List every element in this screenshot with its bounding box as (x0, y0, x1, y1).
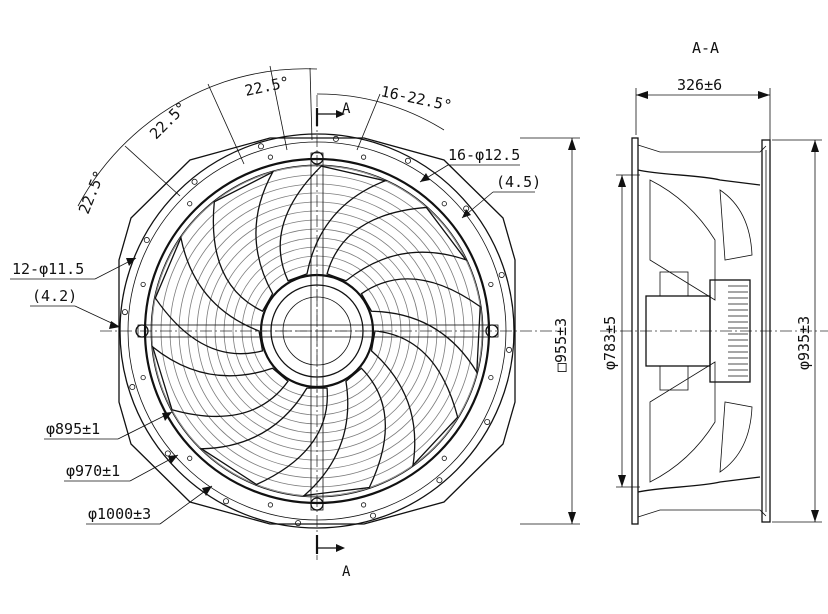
mounting-hole (484, 418, 491, 425)
mounting-hole (332, 135, 339, 142)
guard-wire (160, 174, 474, 488)
strap-end-bottom (310, 497, 324, 511)
guard-wire (223, 237, 411, 425)
dia-970-label: φ970±1 (66, 462, 120, 480)
guard-hole (267, 154, 274, 160)
strap-end-left (135, 324, 149, 338)
guard-hole (360, 154, 367, 160)
mounting-hole (143, 237, 150, 244)
mounting-hole (506, 346, 513, 353)
angle-arc-outer (77, 81, 225, 207)
ring-1000 (119, 133, 515, 529)
fan-blades (151, 165, 481, 497)
fan-blade (154, 235, 264, 355)
mounting-hole (257, 143, 264, 150)
mounting-hole (436, 477, 443, 484)
guard-hole (267, 502, 274, 508)
fan-blade (151, 345, 289, 418)
fan-blade (199, 387, 328, 486)
guard-hole (441, 201, 447, 207)
square-955-label: □955±3 (552, 318, 570, 372)
section-label-top: A (342, 101, 351, 117)
fan-blade (279, 165, 388, 282)
guard-hole (441, 455, 447, 461)
dia-895-label: φ895±1 (46, 420, 100, 438)
side-shroud-bottom (637, 509, 767, 518)
strap-end-top (310, 151, 324, 165)
guard-inner-ring (150, 164, 484, 498)
dia-783-label: φ783±5 (601, 316, 619, 370)
dia-935-label: φ935±3 (795, 316, 813, 370)
side-terminal-box (659, 271, 689, 297)
guard-wire (196, 210, 438, 452)
dia-1000-label: φ1000±3 (88, 505, 151, 523)
angle-arc-right (316, 93, 445, 131)
guard-hole (140, 374, 146, 381)
side-view: A-A 326±6 (600, 39, 828, 525)
angle-label-4: 16-22.5° (379, 82, 453, 115)
holes-left-label: 12-φ11.5 (12, 260, 84, 278)
mounting-hole (498, 271, 505, 278)
mounting-hole (370, 512, 377, 519)
depth-326-label: 326±6 (677, 76, 722, 94)
fan-blade (302, 367, 386, 497)
guard-wire (214, 228, 420, 434)
guard-wire (169, 183, 465, 479)
guard-wire (151, 165, 483, 497)
mounting-hole (129, 384, 136, 391)
guard-wire (241, 255, 393, 407)
angle-label-1: 22.5° (75, 168, 109, 217)
side-blade-upper (649, 179, 716, 301)
mounting-hole (404, 157, 411, 164)
front-view: A A 22.5° 22.5° 22.5° 16-22.5° 16-φ12.5 … (10, 65, 580, 580)
guard-hole (488, 281, 494, 288)
guard-wire (250, 264, 384, 398)
mounting-hole (223, 498, 230, 505)
mounting-holes (121, 135, 513, 527)
guard-wire (205, 219, 429, 443)
ring-895 (143, 157, 491, 505)
guard-wire (178, 192, 456, 470)
ring-970 (127, 141, 507, 521)
guard-hole (187, 455, 193, 461)
side-shroud-top (637, 144, 767, 153)
angle-label-3: 22.5° (243, 73, 291, 100)
strap-end-right (485, 324, 499, 338)
side-guard (761, 139, 771, 523)
fan-blade (360, 278, 481, 375)
dim-45-label: (4.5) (496, 173, 541, 191)
guard-wire (232, 246, 402, 416)
guard-wire-rings (151, 165, 483, 497)
mounting-hole (164, 450, 171, 457)
side-motor-rotor (709, 279, 751, 383)
guard-hole (140, 281, 146, 288)
holes-top-label: 16-φ12.5 (448, 146, 520, 164)
side-blade-lower (649, 361, 716, 483)
mounting-hole (121, 309, 128, 316)
guard-hole (488, 374, 494, 381)
guard-wire (187, 201, 447, 461)
guard-hole (187, 201, 193, 207)
angle-label-2: 22.5° (146, 98, 191, 143)
mounting-plate-outline (118, 137, 516, 525)
fan-blade (212, 170, 275, 313)
side-flange (631, 137, 639, 525)
mounting-hole (295, 520, 302, 527)
guard-hole (360, 502, 367, 508)
section-label-bottom: A (342, 564, 351, 580)
mounting-hole (191, 178, 198, 185)
dim-42-label: (4.2) (32, 287, 77, 305)
side-view-title: A-A (692, 39, 719, 57)
fan-blade (326, 206, 468, 282)
fan-blade (370, 330, 459, 468)
